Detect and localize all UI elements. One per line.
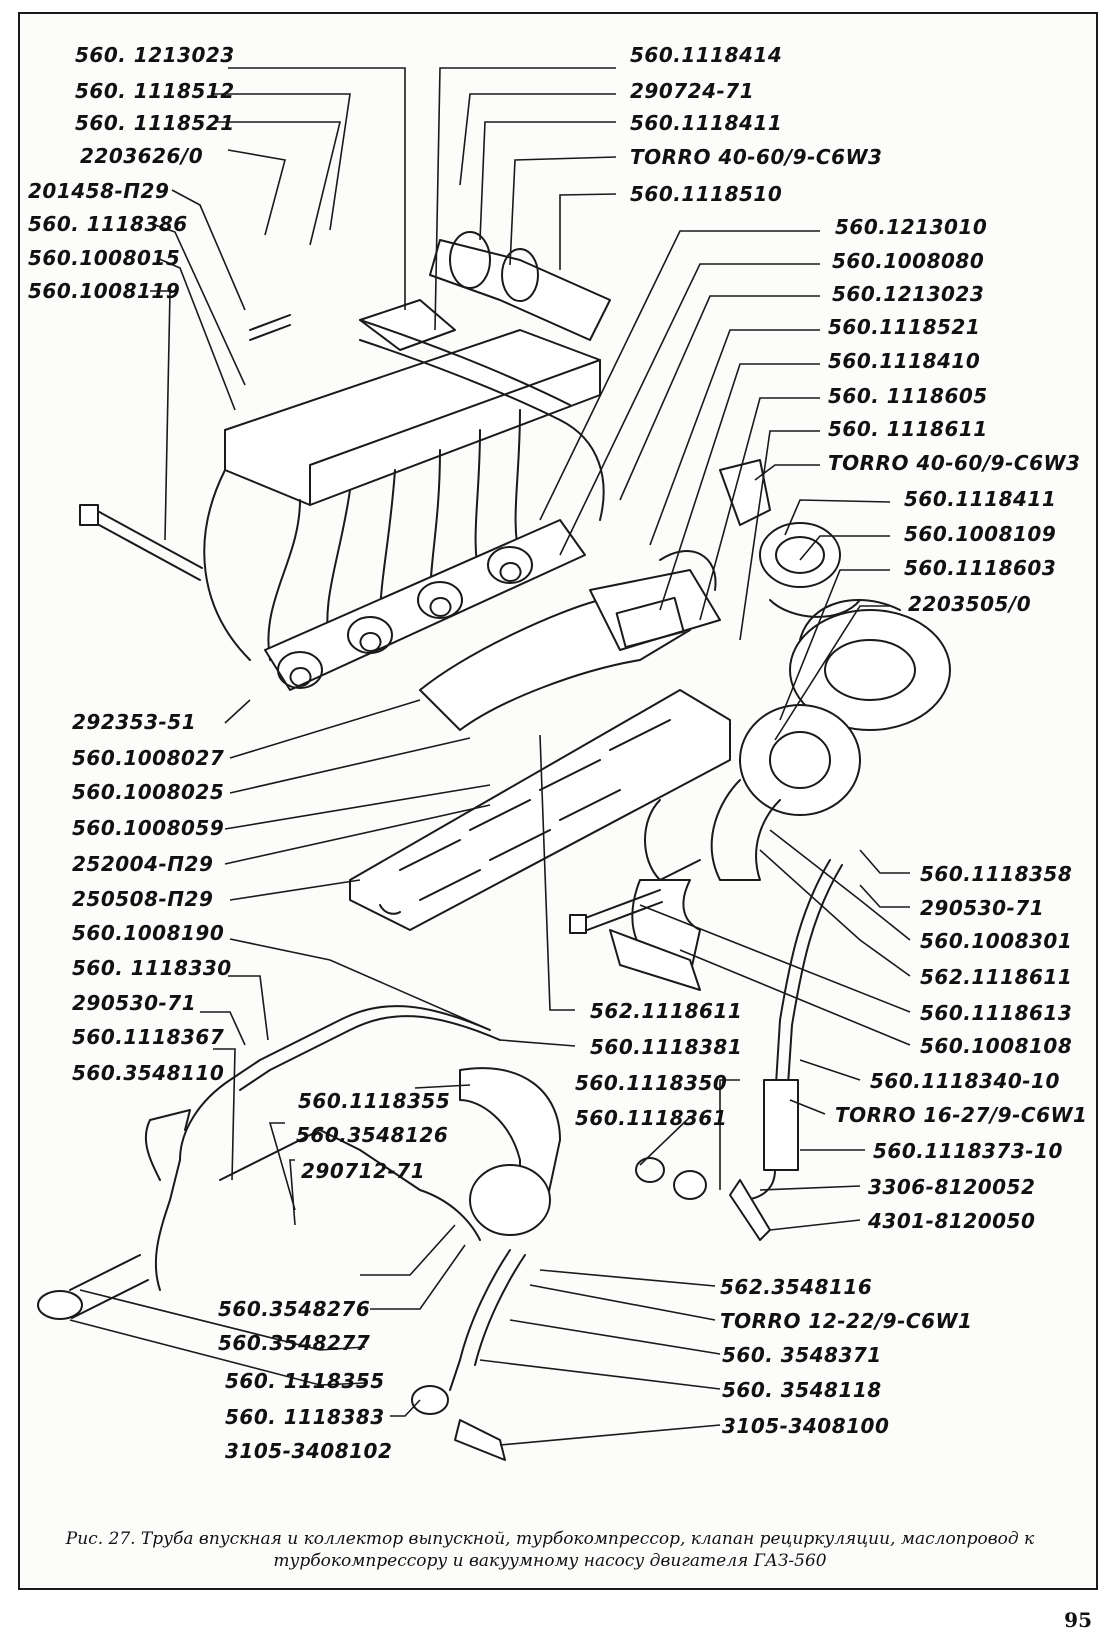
- part-label: 562.1118611: [920, 965, 1073, 989]
- part-label: 560. 1118512: [75, 79, 235, 103]
- part-label: 560.1213010: [835, 215, 988, 239]
- part-label: 3105-3408102: [225, 1439, 393, 1463]
- part-label: 3105-3408100: [722, 1414, 890, 1438]
- vacuum-oil-line-drawing: [37, 1005, 501, 1320]
- part-label: 290712-71: [301, 1159, 426, 1183]
- part-label: 252004-П29: [72, 852, 214, 876]
- bolt-drawings: [79, 314, 663, 934]
- part-label: 560.1118521: [828, 315, 981, 339]
- intake-hose-drawing: [359, 231, 611, 521]
- part-label: 560.1008015: [28, 246, 181, 270]
- part-label: 560.1118411: [630, 111, 783, 135]
- part-label: 292353-51: [72, 710, 197, 734]
- part-label: 560. 1118611: [828, 417, 988, 441]
- part-label: 562.1118611: [590, 999, 743, 1023]
- part-label: TORRO 12-22/9-C6W1: [720, 1309, 973, 1333]
- part-label: 2203626/0: [80, 144, 204, 168]
- part-label: 560.1008080: [832, 249, 985, 273]
- vacuum-pump-drawing: [411, 1067, 561, 1461]
- turbocharger-drawing: [644, 599, 951, 881]
- part-label: 201458-П29: [28, 179, 170, 203]
- part-label: 560. 3548371: [722, 1343, 882, 1367]
- part-label: 560. 1118386: [28, 212, 188, 236]
- part-label: 560. 1213023: [75, 43, 235, 67]
- part-label: 560. 1118355: [225, 1369, 385, 1393]
- part-label: TORRO 40-60/9-C6W3: [630, 145, 883, 169]
- part-label: 560.1118358: [920, 862, 1073, 886]
- part-label: 560.1118603: [904, 556, 1057, 580]
- part-label: 560.1118414: [630, 43, 783, 67]
- part-label: 560.1008301: [920, 929, 1073, 953]
- part-label: 560.1008109: [904, 522, 1057, 546]
- part-label: 560.1118367: [72, 1025, 225, 1049]
- part-label: 560.1118355: [298, 1089, 451, 1113]
- part-label: 560.1118340-10: [870, 1069, 1060, 1093]
- part-label: 560.1118361: [575, 1106, 728, 1130]
- part-label: 560.3548110: [72, 1061, 225, 1085]
- part-label: 290724-71: [630, 79, 755, 103]
- part-label: 2203505/0: [908, 592, 1032, 616]
- part-label: 560. 1118521: [75, 111, 235, 135]
- part-label: 560.1008027: [72, 746, 225, 770]
- part-label: TORRO 16-27/9-C6W1: [835, 1103, 1088, 1127]
- page-number: 95: [1064, 1608, 1092, 1632]
- part-label: 560.1008059: [72, 816, 225, 840]
- part-label: 290530-71: [920, 896, 1045, 920]
- part-label: 560.3548276: [218, 1297, 371, 1321]
- part-label: 560. 3548118: [722, 1378, 882, 1402]
- heat-shield-drawing: [349, 689, 731, 931]
- part-label: 560.1008119: [28, 279, 181, 303]
- part-label: 560.1213023: [832, 282, 985, 306]
- part-label: 560.3548126: [296, 1123, 449, 1147]
- outlet-elbow-drawing: [609, 879, 701, 991]
- part-label: 560. 1118383: [225, 1405, 385, 1429]
- part-label: 250508-П29: [72, 887, 214, 911]
- figure-caption: Рис. 27. Труба впускная и коллектор выпу…: [60, 1528, 1040, 1572]
- coupling-hose-drawing: [719, 459, 861, 618]
- part-label: 560.1008108: [920, 1034, 1073, 1058]
- oil-drain-line-drawing: [635, 859, 843, 1241]
- part-label: 4301-8120050: [868, 1209, 1036, 1233]
- part-label: 560.1118510: [630, 182, 783, 206]
- part-label: 560.1118350: [575, 1071, 728, 1095]
- part-label: 560.1008025: [72, 780, 225, 804]
- part-label: 290530-71: [72, 991, 197, 1015]
- part-label: 3306-8120052: [868, 1175, 1036, 1199]
- part-label: 560.1118613: [920, 1001, 1073, 1025]
- part-label: 560.1118410: [828, 349, 981, 373]
- part-label: 560. 1118330: [72, 956, 232, 980]
- part-label: 560.1008190: [72, 921, 225, 945]
- caption-line-2: турбокомпрессору и вакуумному насосу дви…: [273, 1551, 827, 1571]
- part-label: TORRO 40-60/9-C6W3: [828, 451, 1081, 475]
- part-label: 560.1118373-10: [873, 1139, 1063, 1163]
- caption-line-1: Рис. 27. Труба впускная и коллектор выпу…: [65, 1529, 1035, 1549]
- exhaust-manifold-drawing: [419, 550, 721, 731]
- exhaust-flange-drawing: [264, 519, 586, 691]
- part-label: 560. 1118605: [828, 384, 988, 408]
- part-label: 560.1118411: [904, 487, 1057, 511]
- part-label: 562.3548116: [720, 1275, 873, 1299]
- part-label: 560.1118381: [590, 1035, 743, 1059]
- part-label: 560.3548277: [218, 1331, 371, 1355]
